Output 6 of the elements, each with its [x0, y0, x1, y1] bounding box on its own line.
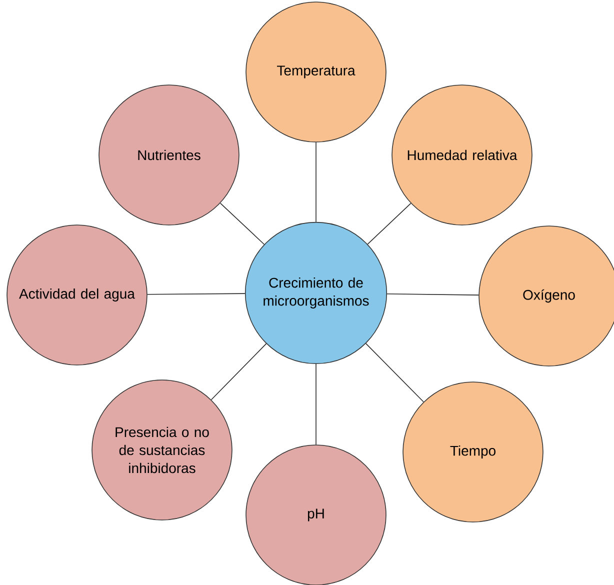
- connector-line: [147, 293, 246, 295]
- connector-line: [220, 202, 265, 245]
- connector-line: [210, 343, 267, 400]
- connector-line: [386, 294, 479, 296]
- connector-line: [366, 343, 424, 402]
- connector-line: [367, 202, 412, 245]
